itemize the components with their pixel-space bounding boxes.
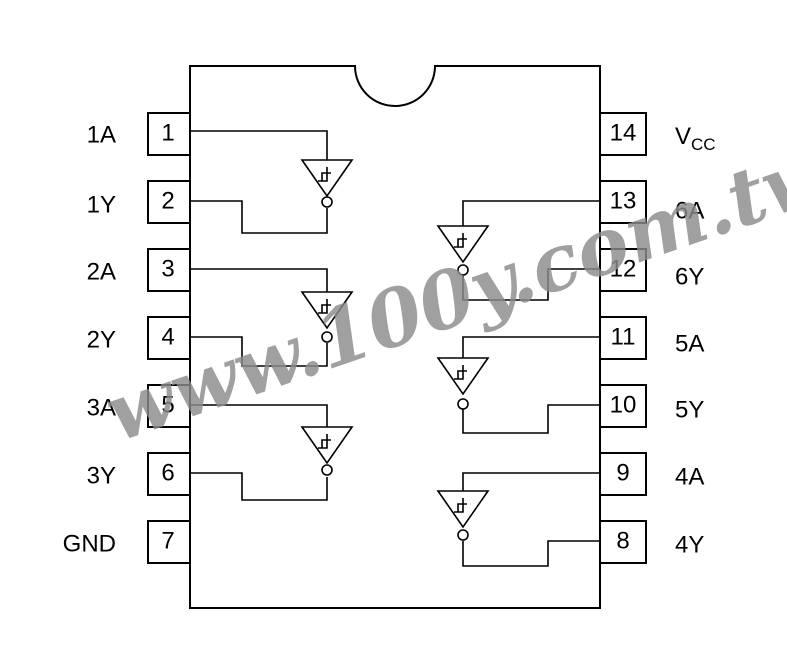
pin-number-7: 7 bbox=[161, 528, 174, 555]
pin-label-11: 5A bbox=[675, 331, 704, 358]
pin-box-5 bbox=[147, 384, 191, 428]
gate-2-wiring bbox=[190, 268, 328, 367]
pin-label-1: 1A bbox=[87, 122, 116, 149]
vcc-main-text: V bbox=[675, 123, 691, 150]
pin-box-7 bbox=[147, 520, 191, 564]
schmitt-inverter-gate-1 bbox=[300, 159, 354, 208]
pin-number-10: 10 bbox=[610, 392, 637, 419]
pin-number-9: 9 bbox=[616, 460, 629, 487]
schmitt-inverter-gate-3 bbox=[300, 426, 354, 476]
schmitt-inverter-gate-2 bbox=[300, 291, 354, 343]
pin-number-3: 3 bbox=[161, 256, 174, 283]
gate-6-wiring bbox=[462, 200, 600, 301]
pin-number-12: 12 bbox=[610, 256, 637, 283]
pin-box-3 bbox=[147, 248, 191, 292]
pin-box-2 bbox=[147, 180, 191, 224]
pin-box-12 bbox=[599, 248, 647, 292]
pin-number-1: 1 bbox=[161, 120, 174, 147]
pin-number-8: 8 bbox=[616, 528, 629, 555]
pin-box-4 bbox=[147, 316, 191, 360]
pin-label-6: 3Y bbox=[87, 463, 116, 490]
gate-3-wiring bbox=[190, 404, 328, 501]
pin-box-9 bbox=[599, 452, 647, 496]
pin-number-11: 11 bbox=[611, 324, 636, 351]
vcc-subscript: CC bbox=[691, 135, 716, 154]
pin-box-11 bbox=[599, 316, 647, 360]
pin-label-8: 4Y bbox=[675, 532, 704, 559]
pin-number-6: 6 bbox=[161, 460, 174, 487]
pin-label-14: VCC bbox=[675, 123, 716, 154]
pin-number-14: 14 bbox=[610, 120, 637, 147]
pin-box-14 bbox=[599, 112, 647, 156]
pin-label-10: 5Y bbox=[675, 397, 704, 424]
gate-5-wiring bbox=[462, 336, 600, 434]
pin-label-3: 2A bbox=[87, 259, 116, 286]
gate-1-wiring bbox=[190, 130, 328, 234]
pin-box-10 bbox=[599, 384, 647, 428]
pin-label-13: 6A bbox=[675, 198, 704, 225]
pin-box-8 bbox=[599, 520, 647, 564]
pin-box-13 bbox=[599, 180, 647, 224]
pin-label-2: 1Y bbox=[87, 192, 116, 219]
schmitt-inverter-gate-4 bbox=[436, 490, 490, 541]
schmitt-inverter-gate-6 bbox=[436, 225, 490, 276]
pin-label-5: 3A bbox=[87, 395, 116, 422]
pin-number-13: 13 bbox=[610, 188, 637, 215]
pin-label-4: 2Y bbox=[87, 327, 116, 354]
pin-label-9: 4A bbox=[675, 464, 704, 491]
pin-number-4: 4 bbox=[161, 324, 174, 351]
pin-label-7: GND bbox=[63, 531, 116, 558]
schmitt-inverter-gate-5 bbox=[436, 357, 490, 410]
gate-4-wiring bbox=[462, 472, 600, 567]
pin-label-12: 6Y bbox=[675, 264, 704, 291]
pin-box-6 bbox=[147, 452, 191, 496]
pin-number-2: 2 bbox=[161, 188, 174, 215]
pin-box-1 bbox=[147, 112, 191, 156]
pin-number-5: 5 bbox=[161, 392, 174, 419]
